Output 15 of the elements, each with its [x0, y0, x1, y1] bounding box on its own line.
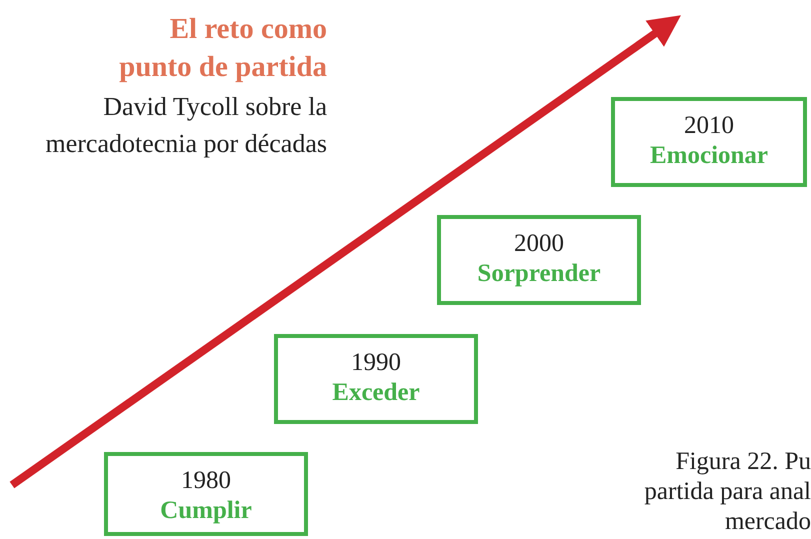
step-label: Emocionar — [648, 141, 770, 171]
step-label: Exceder — [331, 378, 421, 408]
step-box — [611, 97, 807, 187]
step-box — [274, 334, 478, 424]
year-label: 2010 — [683, 111, 735, 141]
subtitle: David Tycoll sobre la mercadotecnia por décadas — [44, 91, 327, 160]
year-label: 2000 — [513, 229, 565, 259]
step-box — [437, 215, 641, 305]
year-label: 1980 — [180, 466, 232, 496]
step-label: Cumplir — [159, 496, 253, 526]
figure-caption: Figura 22. Pu partida para anal mercado — [643, 447, 811, 537]
title: El reto como punto de partida — [118, 12, 327, 85]
step-label: Sorprender — [476, 259, 602, 289]
step-box — [104, 452, 308, 536]
year-label: 1990 — [350, 348, 402, 378]
